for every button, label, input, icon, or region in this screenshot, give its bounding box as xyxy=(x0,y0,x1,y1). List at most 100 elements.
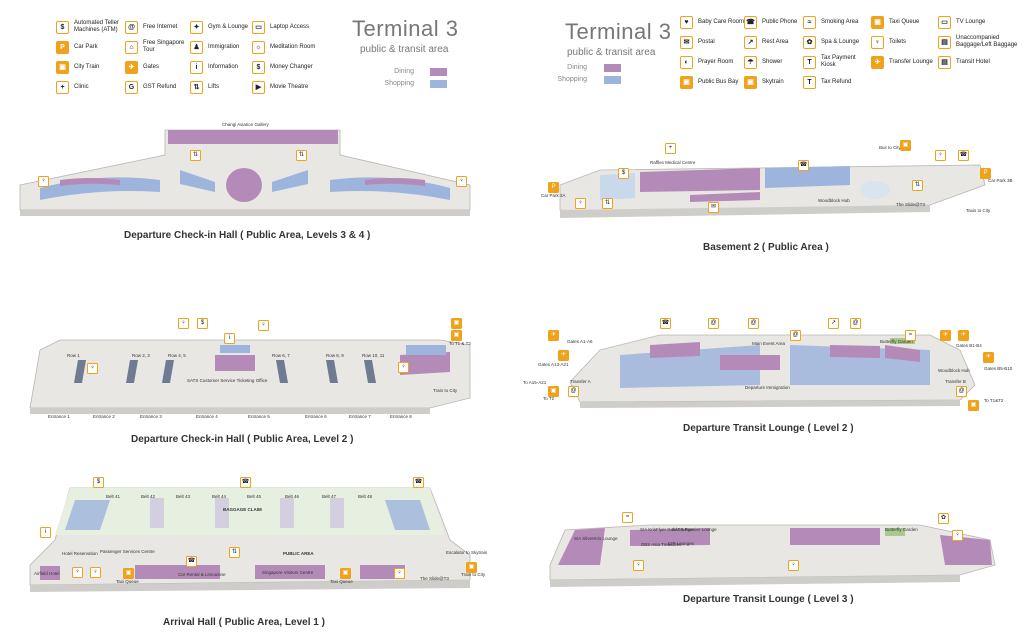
legend-left-col2: @Free Internet⌂Free Singapore Tour✈Gates… xyxy=(125,18,190,98)
legend-label: Toilets xyxy=(889,38,907,45)
public-phone-icon: ☎ xyxy=(660,318,671,329)
right-key-shopping-label: Shopping xyxy=(557,76,587,83)
label-bus-to-city: Bus to City xyxy=(879,145,901,150)
left-key-dining-label: Dining xyxy=(394,68,414,75)
label-belt-41: Belt 41 xyxy=(106,494,121,499)
legend-label: City Train xyxy=(74,63,100,70)
toilets-icon: ♀ xyxy=(72,567,83,578)
label-aviation-gallery: Changi Aviation Gallery xyxy=(222,122,269,127)
clinic-icon: + xyxy=(665,143,676,154)
caption-basement-2: Basement 2 ( Public Area ) xyxy=(703,242,829,253)
legend-item-rest-area: ↗Rest Area xyxy=(744,33,804,51)
legend-item-laptop-access: ▭Laptop Access xyxy=(252,18,322,36)
basement-2-floorplan xyxy=(559,164,986,218)
toilets-icon: ♀ xyxy=(456,176,467,187)
tax-refund-icon: T xyxy=(803,75,816,89)
toilets-icon: ♀ xyxy=(633,560,644,571)
public-phone-icon: ☎ xyxy=(744,15,757,29)
information-icon: i xyxy=(190,60,203,74)
baby-care-room-icon: ♥ xyxy=(680,15,693,29)
legend-label: Smoking Area xyxy=(821,18,859,25)
legend-item-transit-hotel: ▤Transit Hotel xyxy=(938,53,1018,71)
skytrain-icon: ▣ xyxy=(744,75,757,89)
left-key-dining-swatch xyxy=(430,68,447,76)
label-taxi-queue-2: Taxi Queue xyxy=(330,579,353,584)
free-internet-icon: @ xyxy=(790,330,801,341)
city-train-icon: ▣ xyxy=(451,318,462,329)
label-belt-42: Belt 42 xyxy=(141,494,156,499)
legend-item-gates: ✈Gates xyxy=(125,58,190,76)
right-terminal-subtitle: public & transit area xyxy=(567,47,656,58)
transfer-lounge-icon: ✈ xyxy=(871,55,884,69)
legend-item-baby-care-room: ♥Baby Care Room xyxy=(680,13,746,31)
money-changer-icon: $ xyxy=(252,60,265,74)
transit-3-floorplan xyxy=(549,524,996,587)
legend-item-tax-payment-kiosk: T Tax Payment Kiosk xyxy=(803,53,871,71)
free-internet-icon: @ xyxy=(850,318,861,329)
toilets-icon: ♀ xyxy=(178,318,189,329)
tv-lounge-icon: ▭ xyxy=(938,15,951,29)
free-internet-icon: @ xyxy=(748,318,759,329)
label-to-a15-a21: To A15-A21 xyxy=(523,380,547,385)
legend-item-free-singapore-tour: ⌂Free Singapore Tour xyxy=(125,38,190,56)
legend-item-city-train: ▣City Train xyxy=(56,58,128,76)
spa-lounge-icon: ✿ xyxy=(938,513,949,524)
lifts-icon: ⇅ xyxy=(190,80,203,94)
lifts-icon: ⇅ xyxy=(912,180,923,191)
label-transfer-b: Transfer B xyxy=(945,379,966,384)
legend-right-col4: ▣Taxi Queue♀Toilets✈Transfer Lounge xyxy=(871,13,937,73)
legend-label: Tax Payment Kiosk xyxy=(821,55,856,68)
legend-label: Lifts xyxy=(208,83,220,90)
taxi-queue-icon: ▣ xyxy=(340,568,351,579)
car-park-icon: P xyxy=(548,182,559,193)
left-key-shopping-label: Shopping xyxy=(384,80,414,87)
legend-label: Meditation Room xyxy=(270,43,316,50)
toilets-icon: ♀ xyxy=(398,362,409,373)
label-to-t1-t2: To T1 & T2 xyxy=(449,341,471,346)
label-butterfly-garden-l2: Butterfly Garden xyxy=(880,339,913,344)
legend-label: Clinic xyxy=(74,83,89,90)
caption-transit-3: Departure Transit Lounge ( Level 3 ) xyxy=(683,594,854,605)
taxi-queue-icon: ▣ xyxy=(123,568,134,579)
toilets-icon: ♀ xyxy=(87,363,98,374)
label-public-area: PUBLIC AREA xyxy=(283,551,314,556)
legend-item-movie-theatre: ▶Movie Theatre xyxy=(252,78,322,96)
legend-item-prayer-room: ◐Prayer Room xyxy=(680,53,746,71)
label-main-event-area: Main Event Area xyxy=(752,341,786,346)
legend-item-skytrain: ▣ Skytrain xyxy=(744,73,804,91)
right-key-dining-label: Dining xyxy=(567,64,587,71)
rest-area-icon: ↗ xyxy=(828,318,839,329)
toilets-icon: ♀ xyxy=(952,530,963,541)
free-internet-icon: @ xyxy=(125,20,138,34)
label-train-to-city-l2: Train to City xyxy=(433,388,458,393)
toilets-icon: ♀ xyxy=(935,150,946,161)
right-key-dining-swatch xyxy=(604,64,621,72)
public-phone-icon: ☎ xyxy=(186,556,197,567)
rest-area-icon: ↗ xyxy=(744,35,757,49)
gym-lounge-icon: ✦ xyxy=(190,20,203,34)
tax-payment-kiosk-icon: T xyxy=(803,55,816,69)
label-entrance-4: Entrance 4 xyxy=(196,414,218,419)
immigration-icon: ♟ xyxy=(190,40,203,54)
legend-item-spa-lounge: ✿Spa & Lounge xyxy=(803,33,871,51)
atm-icon: $ xyxy=(197,318,208,329)
legend-item-immigration: ♟Immigration xyxy=(190,38,250,56)
legend-label: Skytrain xyxy=(762,78,784,85)
label-dbs-treasures: DBS Asia Treasures xyxy=(641,542,682,547)
caption-transit-2: Departure Transit Lounge ( Level 2 ) xyxy=(683,423,854,434)
label-woodblock-l2: Woodblock Hub xyxy=(938,368,970,373)
information-icon: i xyxy=(224,333,235,344)
free-internet-icon: @ xyxy=(708,318,719,329)
transit-2-floorplan xyxy=(569,334,976,408)
legend-label: TV Lounge xyxy=(956,18,986,25)
information-icon: i xyxy=(40,527,51,538)
free-singapore-tour-icon: ⌂ xyxy=(125,40,138,54)
legend-label: Postal xyxy=(698,38,715,45)
legend-label: Taxi Queue xyxy=(889,18,920,25)
atm-icon: $ xyxy=(56,20,69,34)
label-escalator-skytrain: Escalator to Skytrain xyxy=(446,550,488,555)
legend-label: Spa & Lounge xyxy=(821,38,860,45)
arrival-1-floorplan xyxy=(29,487,471,592)
